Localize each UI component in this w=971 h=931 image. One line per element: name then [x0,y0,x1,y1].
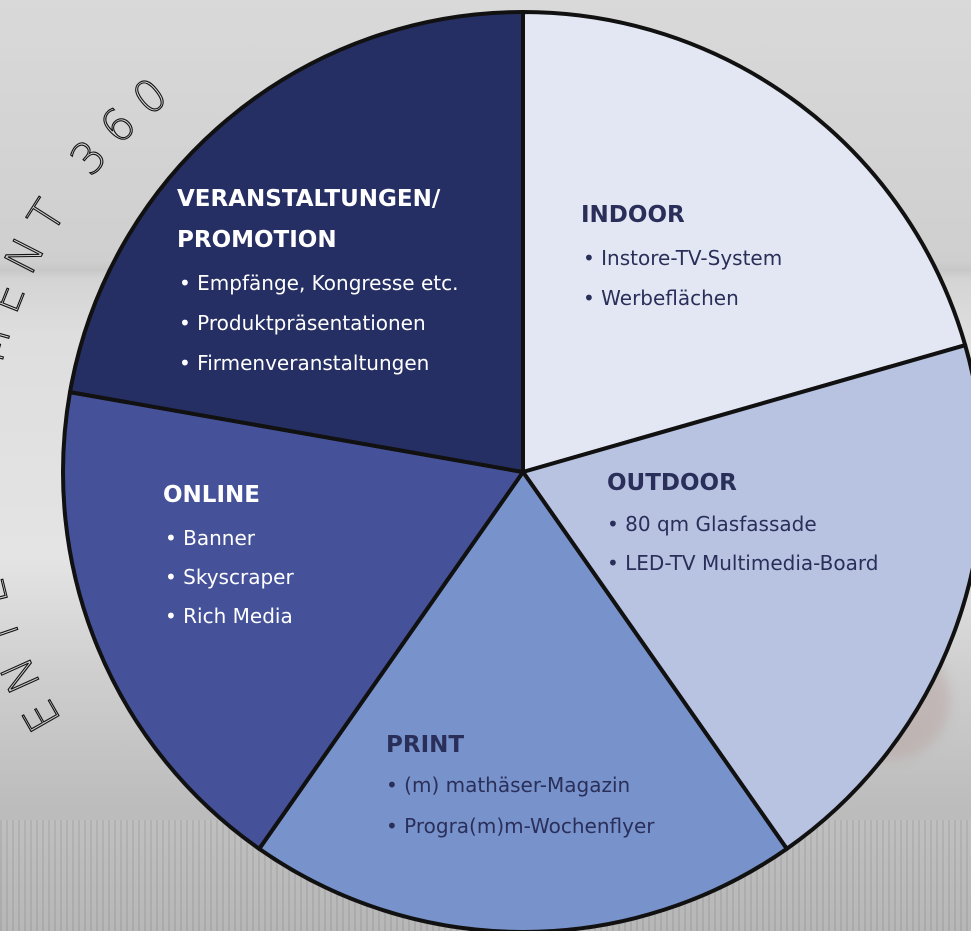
pie-slices [61,10,971,931]
segment-item: • Rich Media [165,604,293,628]
segment-outdoor: OUTDOOR • 80 qm Glasfassade • LED-TV Mul… [607,470,878,575]
segment-item: • LED-TV Multimedia-Board [607,551,878,575]
segment-title: ONLINE [163,482,260,508]
segment-item: • (m) mathäser-Magazin [386,773,630,797]
segment-title: PROMOTION [177,227,337,253]
segment-item: • Produktpräsentationen [179,311,426,335]
pie-slice-outdoor [521,343,971,851]
pie-slice-online [61,390,525,851]
segment-item: • Empfänge, Kongresse etc. [179,271,458,295]
pie-slice-print [257,470,789,931]
segment-title: PRINT [386,732,464,758]
segment-title: INDOOR [581,202,685,228]
segment-item: • Werbeflächen [583,286,739,310]
segment-item: • Banner [165,526,256,550]
segment-item: • Instore-TV-System [583,246,782,270]
segment-item: • Progra(m)m-Wochenflyer [386,814,655,838]
pie-slice-veranstaltungen [68,10,525,474]
pie-slice-indoor [521,10,968,474]
segment-item: • 80 qm Glasfassade [607,512,817,536]
segment-title: OUTDOOR [607,470,737,496]
segment-veranstaltungen-promotion: VERANSTALTUNGEN/ PROMOTION • Empfänge, K… [177,186,458,375]
segment-item: • Skyscraper [165,565,294,589]
segment-item: • Firmenveranstaltungen [179,351,429,375]
segment-title: VERANSTALTUNGEN/ [177,186,441,212]
segment-online: ONLINE • Banner • Skyscraper • Rich Medi… [163,482,294,628]
segment-indoor: INDOOR • Instore-TV-System • Werbefläche… [581,202,782,310]
segment-print: PRINT • (m) mathäser-Magazin • Progra(m)… [386,732,655,838]
